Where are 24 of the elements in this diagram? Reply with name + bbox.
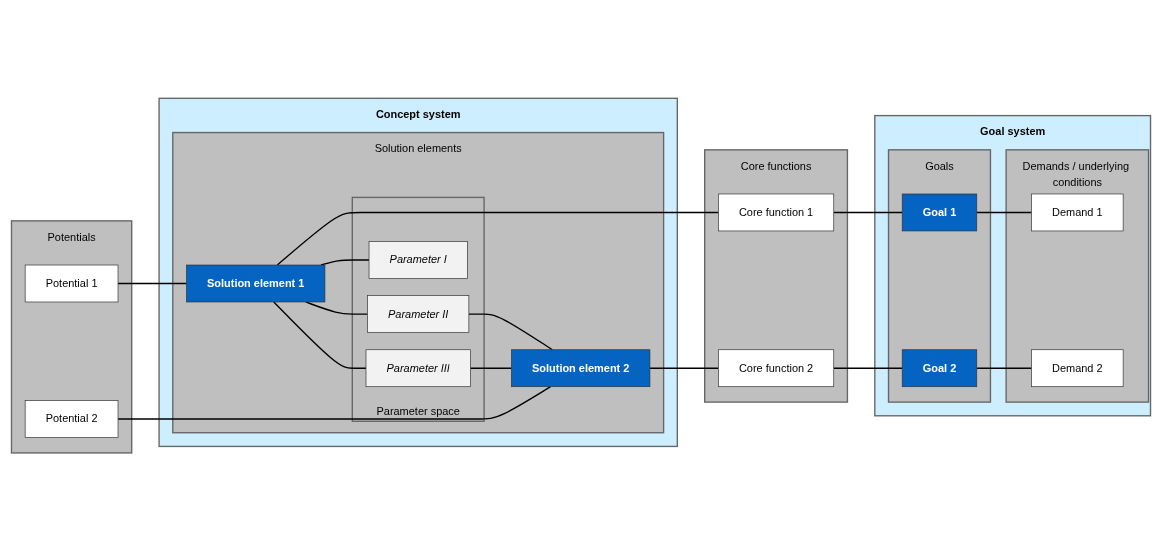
connector	[468, 313, 554, 351]
node-box: Parameter II	[367, 295, 470, 333]
connector	[649, 367, 720, 369]
connector	[833, 211, 903, 214]
connector	[117, 282, 188, 285]
connector	[469, 367, 513, 369]
connector	[273, 301, 367, 369]
node-box: Potential 1	[24, 264, 119, 303]
node-box: Core function 1	[718, 193, 835, 232]
node-box: Goal 1	[901, 193, 978, 232]
connector	[976, 211, 1033, 214]
node-box: Solution element 2	[511, 349, 651, 388]
node-box: Demand 1	[1031, 193, 1124, 232]
connector	[276, 211, 720, 266]
node-box: Parameter I	[368, 241, 468, 279]
node-box: Solution element 1	[186, 264, 326, 303]
node-box: Core function 2	[718, 349, 835, 388]
node-box: Potential 2	[24, 400, 119, 438]
connector	[833, 367, 903, 369]
node-box: Parameter III	[365, 349, 471, 388]
connector	[976, 367, 1033, 369]
connector	[305, 301, 369, 315]
node-box: Demand 2	[1031, 349, 1124, 388]
node-box: Goal 2	[901, 349, 978, 388]
